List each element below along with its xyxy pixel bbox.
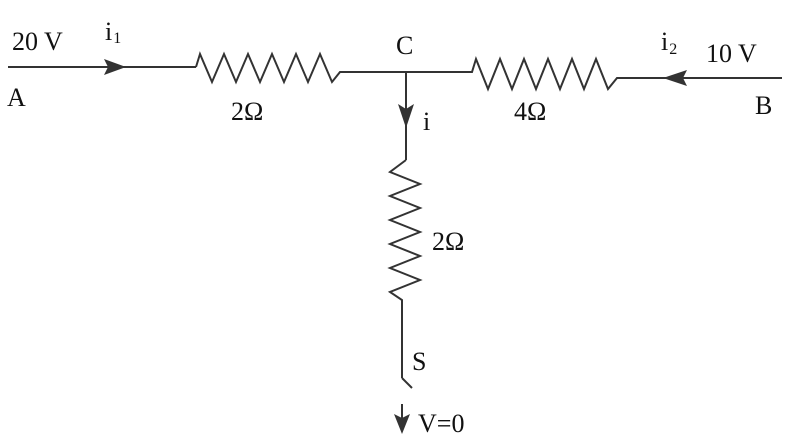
switch-label: S xyxy=(412,347,426,376)
node-b: B xyxy=(755,91,772,120)
voltage-a: 20 V xyxy=(12,27,63,56)
resistor-vertical-label: 2Ω xyxy=(432,227,464,256)
resistor-right xyxy=(406,55,782,92)
resistor-right-label: 4Ω xyxy=(514,97,546,126)
resistor-left xyxy=(195,51,406,85)
arrow-i1 xyxy=(104,59,126,75)
node-a: A xyxy=(7,83,26,112)
node-c: C xyxy=(396,31,413,60)
switch-s xyxy=(401,377,413,389)
current-i1: i1 xyxy=(105,17,121,47)
ground-voltage: V=0 xyxy=(418,409,464,438)
current-i: i xyxy=(423,107,430,136)
arrow-i2 xyxy=(663,70,687,86)
arrow-i xyxy=(398,104,414,128)
voltage-b: 10 V xyxy=(706,39,757,68)
resistor-left-label: 2Ω xyxy=(231,97,263,126)
current-i2: i2 xyxy=(661,27,677,58)
resistor-vertical xyxy=(387,159,423,378)
arrow-ground xyxy=(394,414,410,434)
